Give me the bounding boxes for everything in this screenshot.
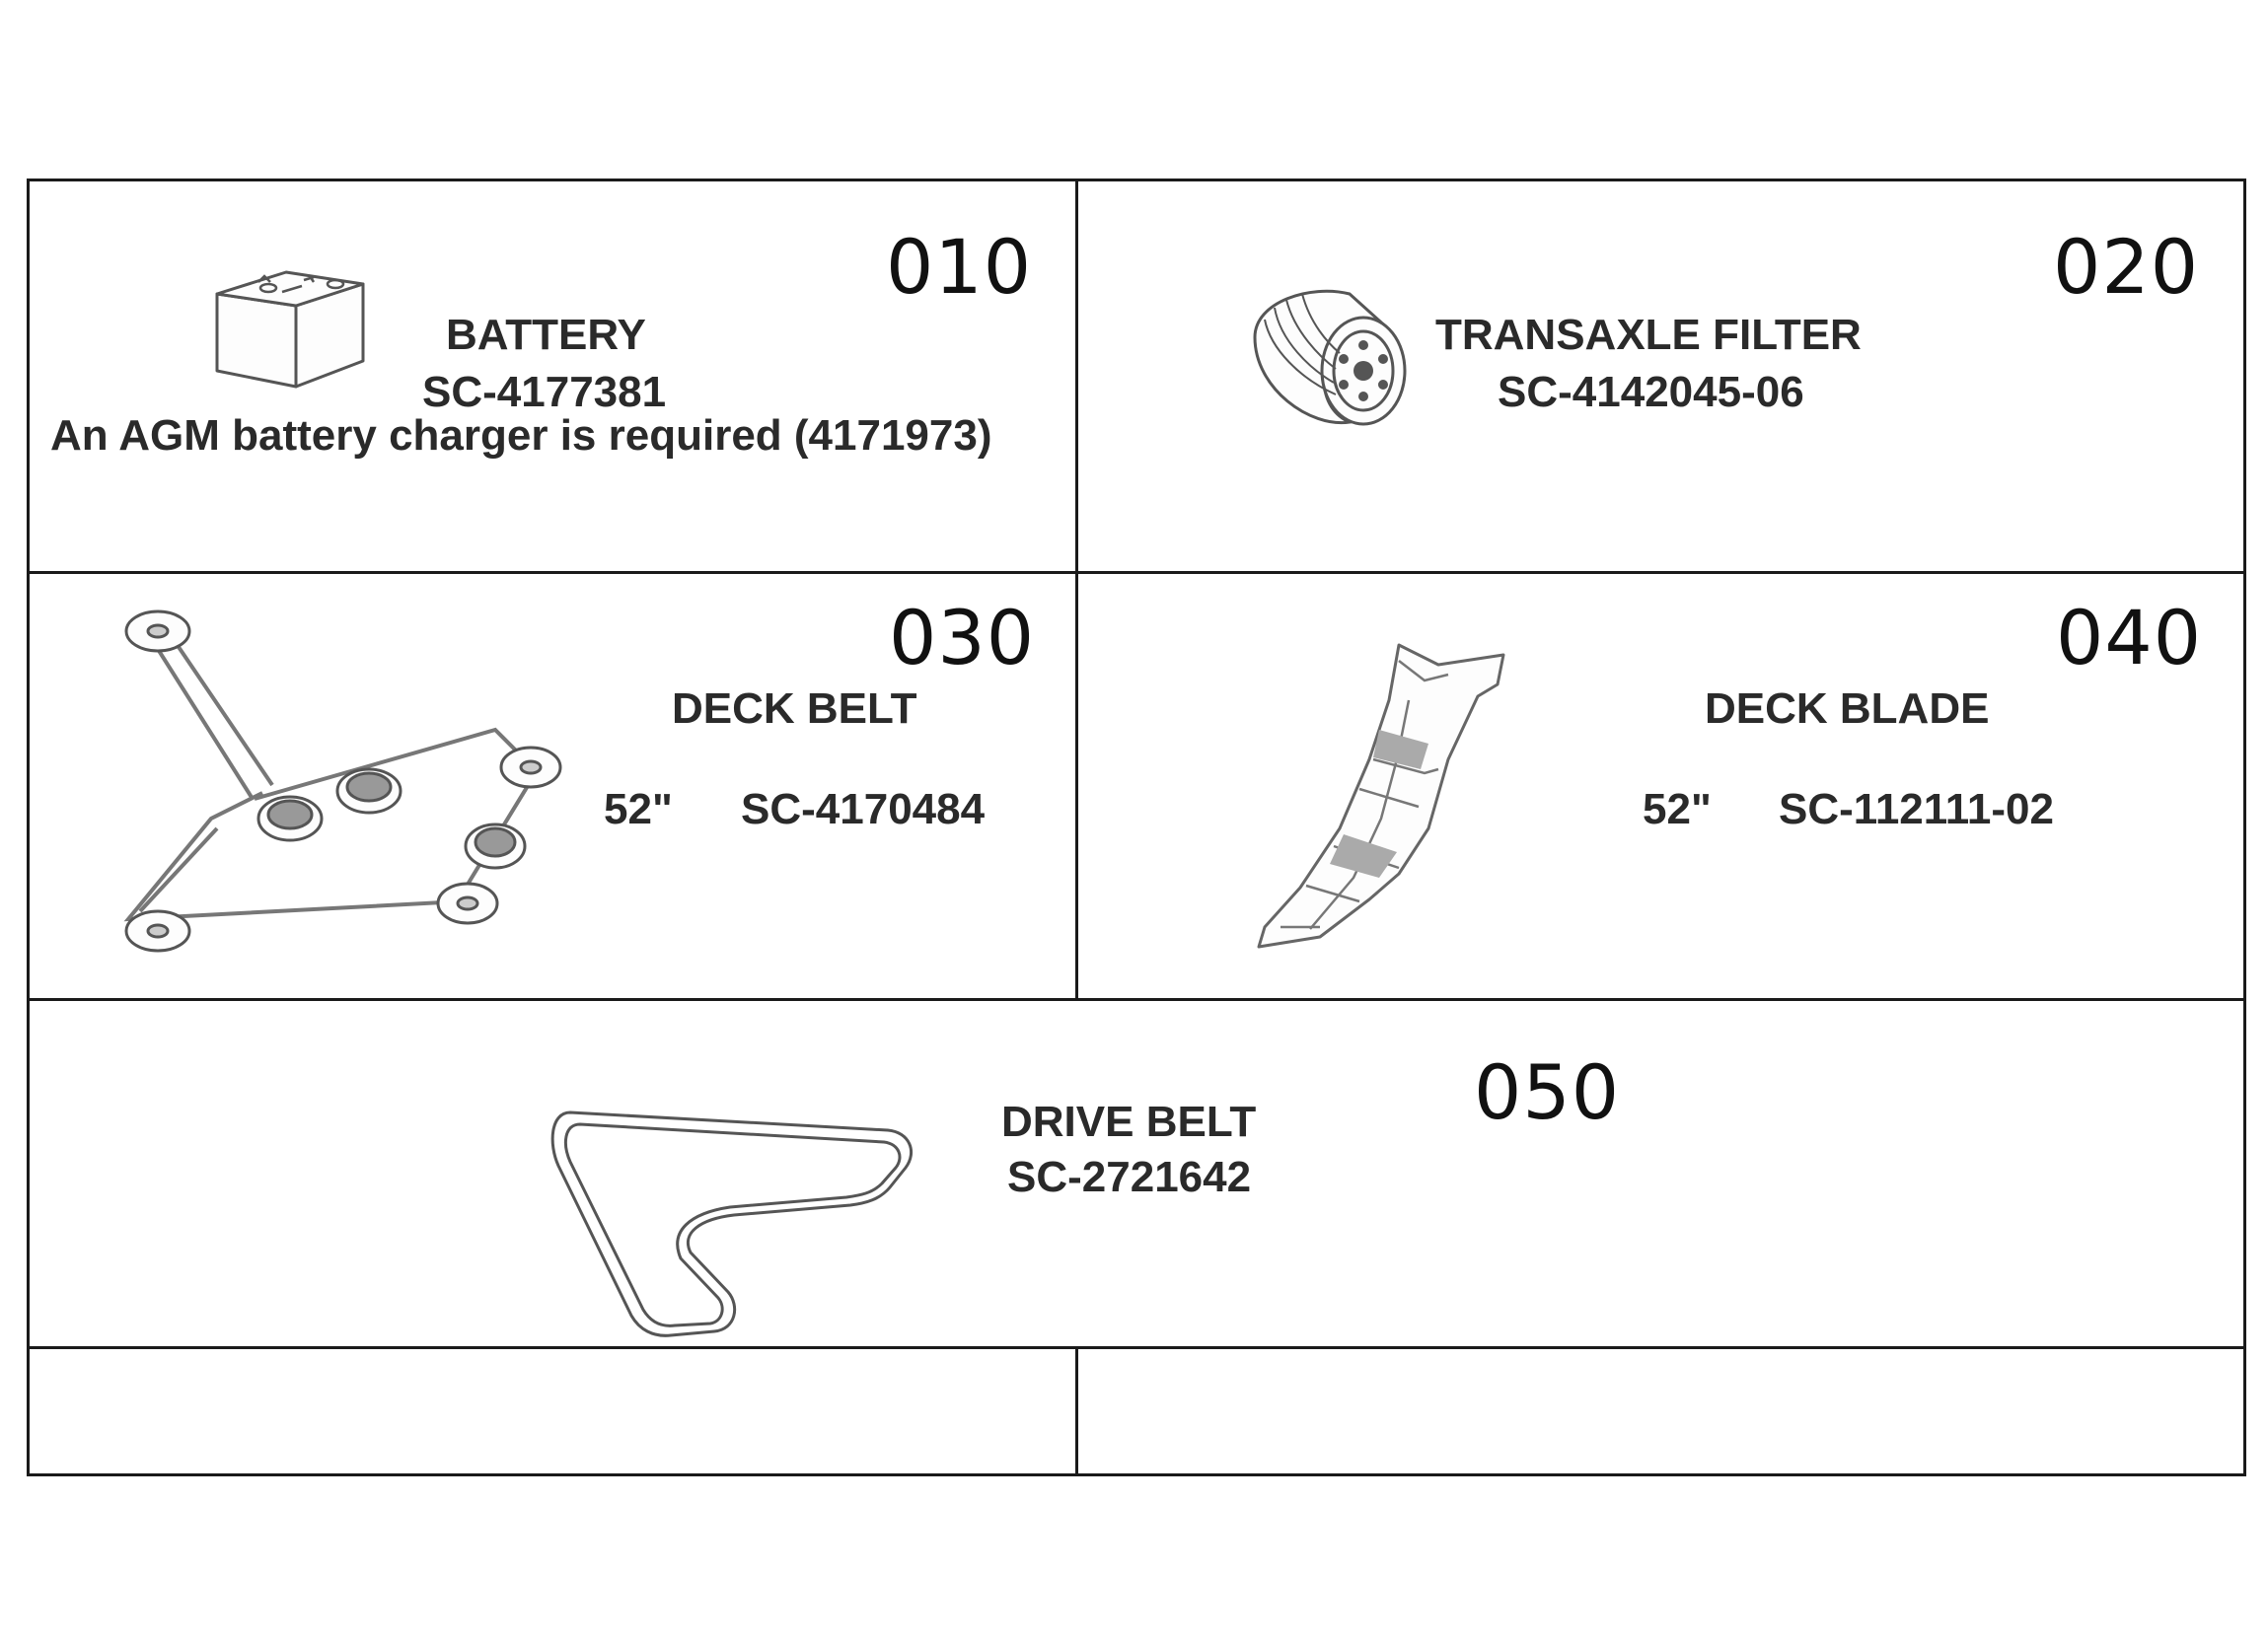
deck-belt-pulleys-icon — [114, 606, 576, 961]
item-number-050: 050 — [1474, 1048, 1621, 1136]
part-name-transaxle-filter: TRANSAXLE FILTER — [1435, 311, 1862, 359]
item-number-030: 030 — [889, 594, 1036, 681]
part-name-deck-blade: DECK BLADE — [1705, 684, 1990, 733]
row-divider-2 — [30, 998, 2243, 1001]
part-number-deck-belt: SC-4170484 — [741, 785, 986, 833]
part-name-drive-belt: DRIVE BELT — [1001, 1098, 1257, 1146]
mower-blade-icon — [1251, 641, 1507, 951]
blade-size-deck-blade: 52" — [1643, 785, 1712, 833]
part-name-deck-belt: DECK BELT — [672, 684, 917, 733]
item-number-010: 010 — [886, 223, 1033, 311]
item-number-020: 020 — [2053, 223, 2200, 311]
drive-belt-icon — [545, 1105, 919, 1341]
parts-grid — [27, 179, 2246, 1476]
part-number-deck-blade: SC-112111-02 — [1779, 785, 2054, 833]
part-number-transaxle-filter: SC-4142045-06 — [1498, 368, 1804, 416]
part-name-battery: BATTERY — [446, 311, 646, 359]
column-divider-bottom — [1075, 1346, 1078, 1473]
belt-size-deck-belt: 52" — [604, 785, 673, 833]
part-number-battery: SC-4177381 — [422, 368, 667, 416]
part-number-drive-belt: SC-2721642 — [1007, 1153, 1252, 1201]
oil-filter-icon — [1241, 280, 1415, 428]
battery-icon — [209, 254, 377, 393]
column-divider-top — [1075, 181, 1078, 998]
row-divider-3 — [30, 1346, 2243, 1349]
row-divider-1 — [30, 571, 2243, 574]
part-note-battery: An AGM battery charger is required (4171… — [50, 411, 992, 460]
item-number-040: 040 — [2056, 594, 2203, 681]
